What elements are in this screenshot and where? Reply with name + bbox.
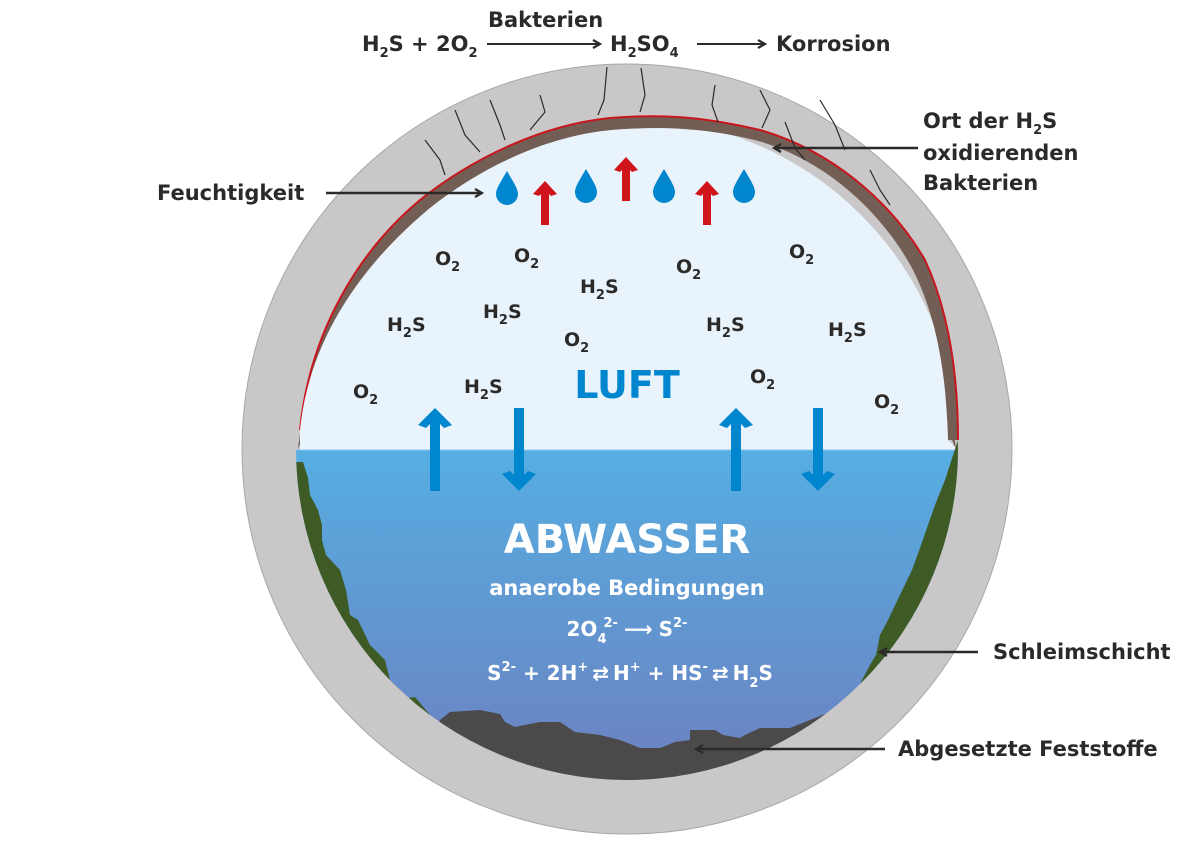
red-up-arrow-icon [614, 157, 638, 201]
h2s-molecule: H2S [387, 314, 426, 341]
concrete-cracks [424, 66, 891, 206]
svg-text:H2S + 2O2: H2S + 2O2 [362, 32, 477, 61]
o2-molecule: O2 [789, 241, 814, 268]
result-label: Korrosion [776, 32, 891, 56]
callout-bacteria: Ort der H2S oxidierenden Bakterien [774, 109, 1078, 195]
o2-molecule: O2 [514, 245, 539, 272]
h2s-molecule: H2S [580, 276, 619, 303]
blue-down-arrow-icon [502, 408, 536, 491]
droplet-icon [496, 171, 518, 205]
red-up-arrow-icon [695, 181, 719, 225]
catalyst-label: Bakterien [488, 8, 603, 32]
svg-text:oxidierenden: oxidierenden [923, 141, 1078, 165]
h2s-molecule: H2S [706, 314, 745, 341]
o2-molecule: O2 [874, 391, 899, 418]
o2-molecule: O2 [750, 366, 775, 393]
droplet-icon [575, 169, 597, 203]
svg-text:Bakterien: Bakterien [923, 171, 1038, 195]
water-label: ABWASSER [504, 517, 750, 563]
o2-molecule: O2 [435, 248, 460, 275]
air-label: LUFT [574, 363, 680, 407]
droplet-icon [653, 169, 675, 203]
title-equation: H2S + 2O2 Bakterien H2SO4 Korrosion [362, 8, 891, 61]
droplet-icon [733, 169, 755, 203]
blue-up-arrow-icon [719, 408, 753, 491]
h2s-molecule: H2S [483, 301, 522, 328]
callout-sediment: Abgesetzte Feststoffe [696, 737, 1158, 761]
o2-molecule: O2 [676, 256, 701, 283]
svg-text:Feuchtigkeit: Feuchtigkeit [157, 181, 304, 205]
corrosion-layer [298, 115, 959, 449]
svg-text:Ort der H2S: Ort der H2S [923, 109, 1057, 138]
callout-slime: Schleimschicht [880, 640, 1171, 664]
condition-label: anaerobe Bedingungen [489, 576, 765, 600]
moisture-droplets [496, 169, 755, 205]
h2s-molecule: H2S [464, 376, 503, 403]
callout-moisture: Feuchtigkeit [157, 181, 482, 205]
gas-exchange-arrows [418, 408, 835, 491]
air-zone [300, 128, 958, 450]
o2-molecule: O2 [564, 329, 589, 356]
svg-text:H2SO4: H2SO4 [610, 32, 679, 61]
blue-down-arrow-icon [801, 408, 835, 491]
blue-up-arrow-icon [418, 408, 452, 491]
red-up-arrow-icon [533, 181, 557, 225]
o2-molecule: O2 [353, 381, 378, 408]
reaction-equilibrium: S2- + 2H+⇄H+ + HS-⇄H2S [487, 660, 773, 691]
svg-text:Abgesetzte Feststoffe: Abgesetzte Feststoffe [898, 737, 1158, 761]
h2s-rising-arrows [533, 157, 719, 225]
reaction-sulfate: 2O42-⟶S2- [567, 616, 688, 647]
svg-text:Schleimschicht: Schleimschicht [993, 640, 1171, 664]
h2s-molecule: H2S [828, 319, 867, 346]
